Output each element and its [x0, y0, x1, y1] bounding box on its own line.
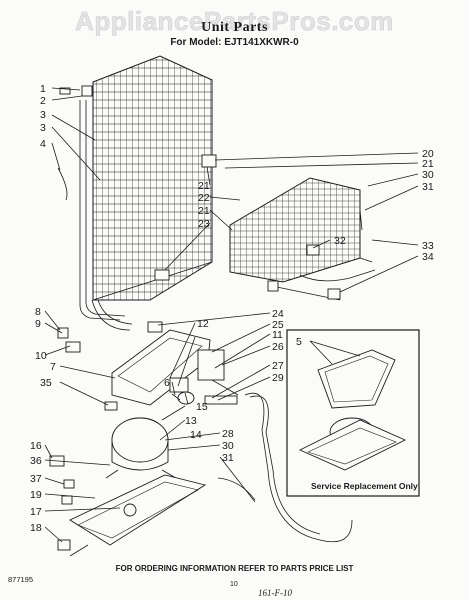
- callout-38: 36: [30, 455, 42, 467]
- callout-13: 13: [185, 415, 197, 427]
- callout-17: 17: [30, 506, 42, 518]
- diagram-title: Unit Parts: [201, 20, 268, 35]
- callout-23: 23: [198, 218, 210, 230]
- callout-5: 5: [296, 336, 302, 348]
- callout-9: 9: [35, 318, 41, 330]
- callout-34: 32: [334, 235, 346, 247]
- callout-26: 26: [272, 341, 284, 353]
- callout-28: 28: [222, 428, 234, 440]
- callout-21-a: 21: [198, 180, 210, 192]
- callout-39: 37: [30, 473, 42, 485]
- ordering-footer: FOR ORDERING INFORMATION REFER TO PARTS …: [115, 564, 354, 573]
- callout-31: 31: [222, 452, 234, 464]
- suction-tubes: [217, 392, 353, 543]
- handwritten-note: 161-F-10: [258, 588, 292, 598]
- callout-24: 24: [272, 308, 284, 320]
- watermark: AppliancePartsPros.com: [75, 6, 394, 37]
- callout-3b: 3: [40, 122, 46, 134]
- model-line: For Model: EJT141XKWR-0: [170, 37, 299, 48]
- relay-overload-assembly: [169, 349, 239, 405]
- callout-14: 14: [190, 429, 202, 441]
- callout-12: 12: [197, 318, 209, 330]
- callout-30: 30: [222, 440, 234, 452]
- compressor-base-plate: [69, 474, 207, 557]
- callout-25: 25: [272, 319, 284, 331]
- callout-3: 3: [40, 109, 46, 121]
- callout-35: 33: [422, 240, 434, 252]
- callout-11: 11: [272, 329, 283, 341]
- compressor: [105, 417, 177, 479]
- callout-21-right: 21: [422, 158, 434, 170]
- page-number: 10: [230, 581, 238, 588]
- service-replacement-inset: [286, 329, 420, 497]
- callout-18: 18: [30, 522, 42, 534]
- callout-27: 27: [272, 360, 284, 372]
- callout-1: 1: [40, 83, 46, 95]
- callout-4: 4: [40, 138, 46, 150]
- callout-7: 7: [50, 361, 56, 373]
- callout-32: 30: [422, 169, 434, 181]
- callout-15: 15: [196, 401, 208, 413]
- callout-6: 6: [164, 377, 170, 389]
- callout-10: 10: [35, 350, 47, 362]
- callout-29: 29: [272, 372, 284, 384]
- condenser-coil: [79, 55, 213, 331]
- callout-8: 8: [35, 306, 41, 318]
- inset-caption: Service Replacement Only: [311, 481, 418, 491]
- callout-37: 35: [40, 377, 52, 389]
- callout-21-b: 21: [198, 205, 210, 217]
- callout-36: 34: [422, 251, 434, 263]
- callout-33: 31: [422, 181, 434, 193]
- callout-2: 2: [40, 95, 46, 107]
- callout-numbers: 1 2 3 3 4 20 21 30 31 21 22 21 23 32 33 …: [30, 83, 434, 534]
- callout-22: 22: [198, 192, 210, 204]
- callout-20: 20: [422, 148, 434, 160]
- callout-19: 19: [30, 489, 42, 501]
- callout-16: 16: [30, 440, 42, 452]
- evaporator-coil: [229, 177, 376, 301]
- defrost-drain-pan: [111, 321, 211, 406]
- leader-lines: [44, 87, 419, 543]
- document-code: 877195: [8, 575, 34, 584]
